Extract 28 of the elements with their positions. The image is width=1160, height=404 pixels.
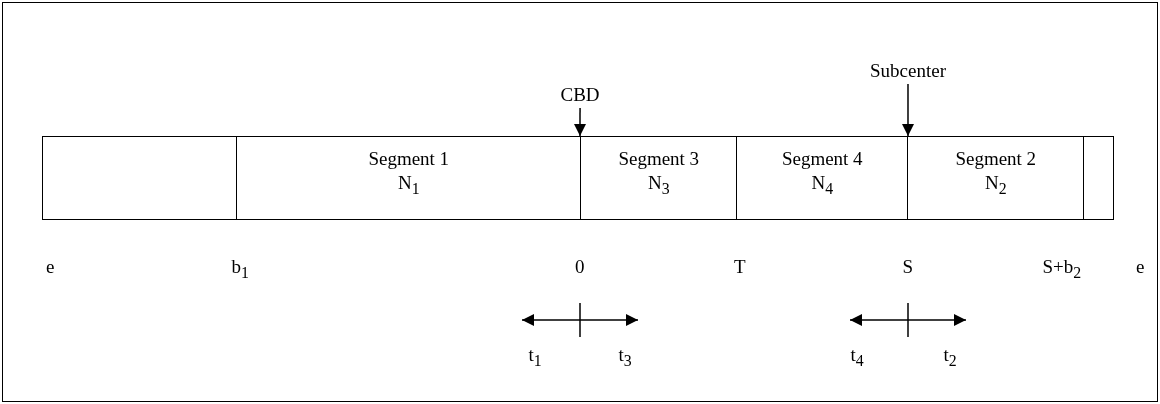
position-label: b$_{1}$ (231, 256, 249, 282)
segment-cell (907, 136, 1085, 220)
segment-cell (236, 136, 582, 220)
position-label: e (1136, 256, 1145, 278)
segment-cell (736, 136, 909, 220)
time-label: t$_{2}$ (943, 344, 957, 370)
time-label: t$_{4}$ (850, 344, 864, 370)
population-label: N$_{3}$ (646, 171, 671, 199)
position-label: S (902, 256, 914, 278)
segment-name: Segment 2 (954, 147, 1038, 171)
position-label: 0 (575, 256, 585, 278)
segment-cell (580, 136, 738, 220)
time-label: t$_{1}$ (528, 344, 542, 370)
segment-name: Segment 4 (780, 147, 864, 171)
arrow (574, 107, 586, 137)
time-label: t$_{3}$ (618, 344, 632, 370)
population-label: N$_{1}$ (396, 171, 421, 199)
position-label: e (46, 256, 55, 278)
position-label: S+b$_{2}$ (1042, 256, 1082, 282)
location-label: CBD (560, 84, 600, 106)
segment-name: Segment 1 (367, 147, 451, 171)
population-label: N$_{2}$ (983, 171, 1008, 199)
population-label: N$_{4}$ (810, 171, 835, 199)
arrow (902, 83, 914, 137)
position-label: T (734, 256, 746, 278)
empty-cell (1083, 136, 1114, 220)
location-label: Subcenter (870, 60, 946, 82)
segment-name: Segment 3 (617, 147, 701, 171)
